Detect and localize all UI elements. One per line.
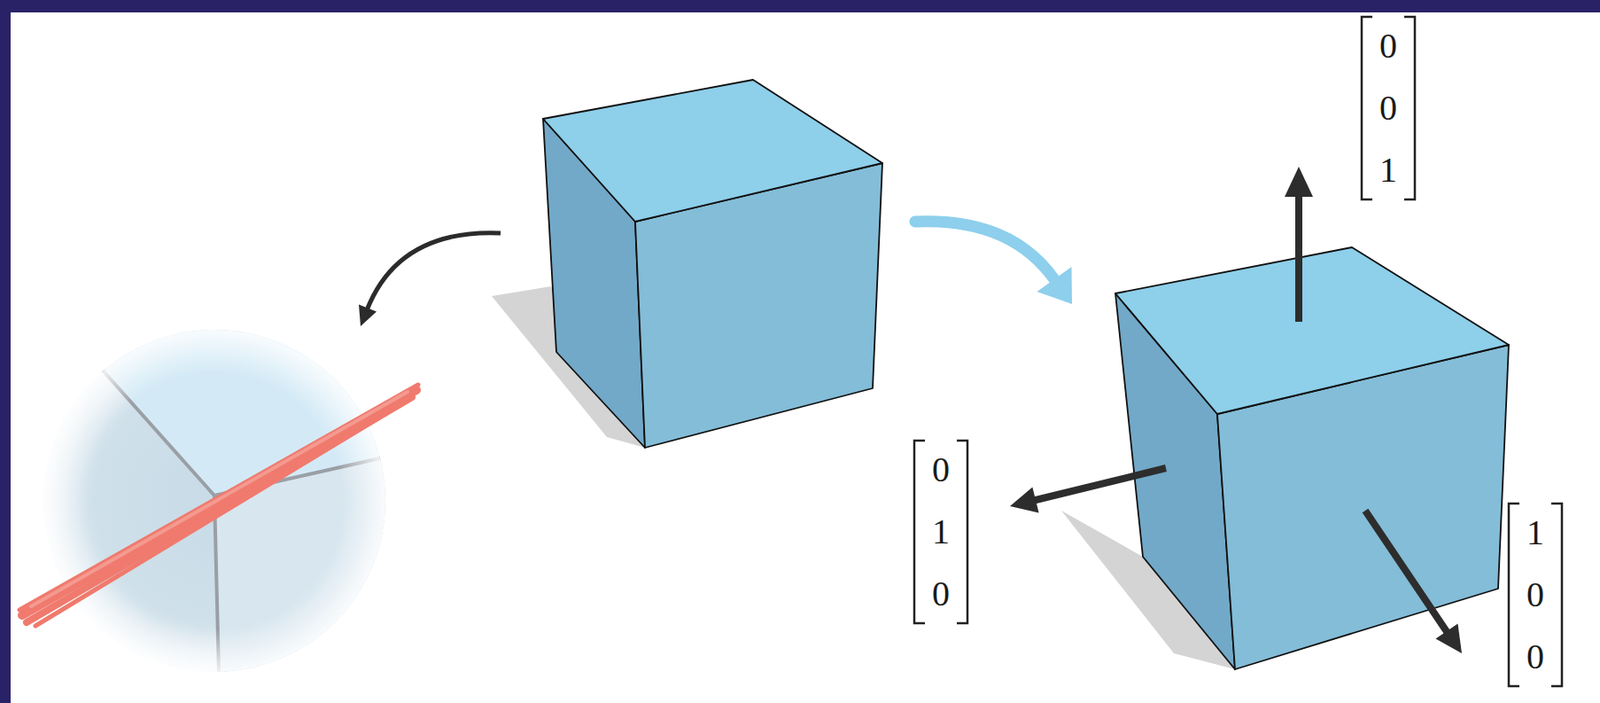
left-bracket xyxy=(1508,503,1520,686)
right-bracket xyxy=(956,440,968,623)
transform-arrow xyxy=(915,221,1072,304)
error-scribble xyxy=(19,384,419,626)
normal-arrow xyxy=(1009,467,1166,513)
right-bracket xyxy=(1551,503,1562,686)
magnified-corner xyxy=(43,318,443,703)
left-bracket xyxy=(914,440,925,623)
right-bracket xyxy=(1404,16,1415,200)
normal-arrow xyxy=(1284,166,1313,322)
vector-entries: 1 0 0 xyxy=(1524,501,1546,688)
vector-entries: 0 0 1 xyxy=(1377,15,1399,202)
left-bracket xyxy=(1361,16,1373,200)
curved-arrow xyxy=(358,233,501,327)
cube xyxy=(491,79,883,448)
cube xyxy=(1061,247,1509,669)
normal-arrow xyxy=(1365,510,1462,653)
vector-entries: 0 1 0 xyxy=(930,438,952,625)
